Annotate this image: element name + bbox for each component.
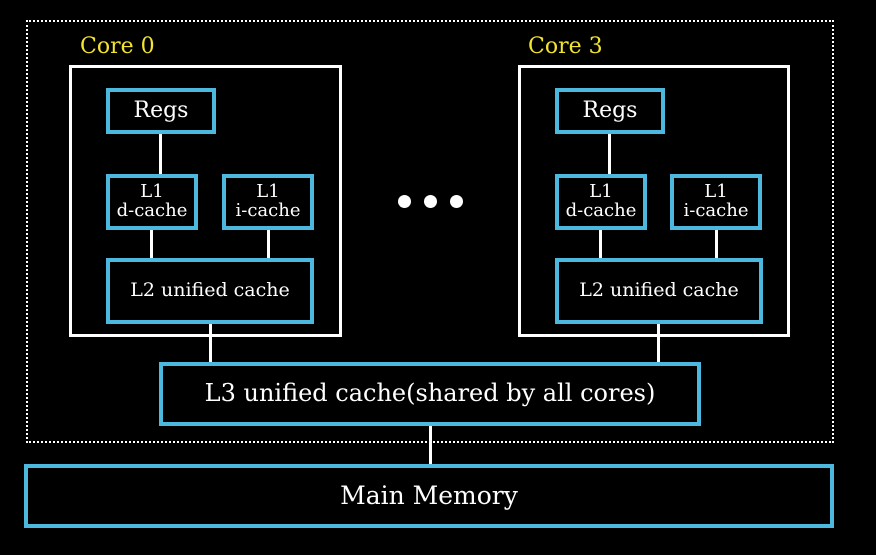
core-3-l1i-line1: L1 — [704, 181, 728, 203]
core-3-l1i-to-l2-line — [715, 230, 718, 258]
core-0-l1i-line1: L1 — [256, 181, 280, 203]
core-3-l2-cache: L2 unified cache — [555, 258, 763, 324]
core-3-box — [518, 65, 790, 337]
core-3-regs: Regs — [555, 88, 665, 134]
core-3-to-l3-line — [657, 324, 660, 362]
main-memory-label: Main Memory — [340, 480, 518, 510]
core-0-l1i-line2: i-cache — [235, 200, 301, 221]
core-3-l1d-line2: d-cache — [565, 200, 637, 221]
l3-label: L3 unified cache(shared by all cores) — [204, 379, 656, 408]
core-3-regs-to-l1d-line — [608, 134, 611, 174]
core-0-box — [69, 65, 342, 337]
core-3-label: Core 3 — [528, 34, 603, 59]
ellipsis-dot-3 — [450, 195, 463, 208]
core-3-regs-label: Regs — [582, 98, 638, 124]
core-3-l1-dcache: L1 d-cache — [555, 174, 647, 230]
core-3-l1d-line1: L1 — [589, 181, 613, 203]
core-0-l1-dcache: L1 d-cache — [106, 174, 198, 230]
core-0-l2-label: L2 unified cache — [130, 279, 290, 302]
ellipsis-dot-2 — [424, 195, 437, 208]
core-0-l1d-to-l2-line — [150, 230, 153, 258]
core-3-l2-label: L2 unified cache — [579, 279, 739, 302]
core-0-label: Core 0 — [80, 34, 155, 59]
core-3-l1-icache: L1 i-cache — [670, 174, 762, 230]
core-0-regs: Regs — [106, 88, 216, 134]
ellipsis-dot-1 — [398, 195, 411, 208]
core-0-regs-label: Regs — [133, 98, 189, 124]
core-0-l2-cache: L2 unified cache — [106, 258, 314, 324]
core-3-l1i-line2: i-cache — [683, 200, 749, 221]
core-0-l1d-line2: d-cache — [116, 200, 188, 221]
main-memory: Main Memory — [24, 464, 834, 528]
l3-shared-cache: L3 unified cache(shared by all cores) — [159, 362, 701, 426]
core-0-to-l3-line — [209, 324, 212, 362]
core-0-l1i-to-l2-line — [267, 230, 270, 258]
core-0-l1-icache: L1 i-cache — [222, 174, 314, 230]
core-3-l1d-to-l2-line — [599, 230, 602, 258]
l3-to-memory-line — [429, 426, 432, 464]
core-0-regs-to-l1d-line — [159, 134, 162, 174]
core-0-l1d-line1: L1 — [140, 181, 164, 203]
